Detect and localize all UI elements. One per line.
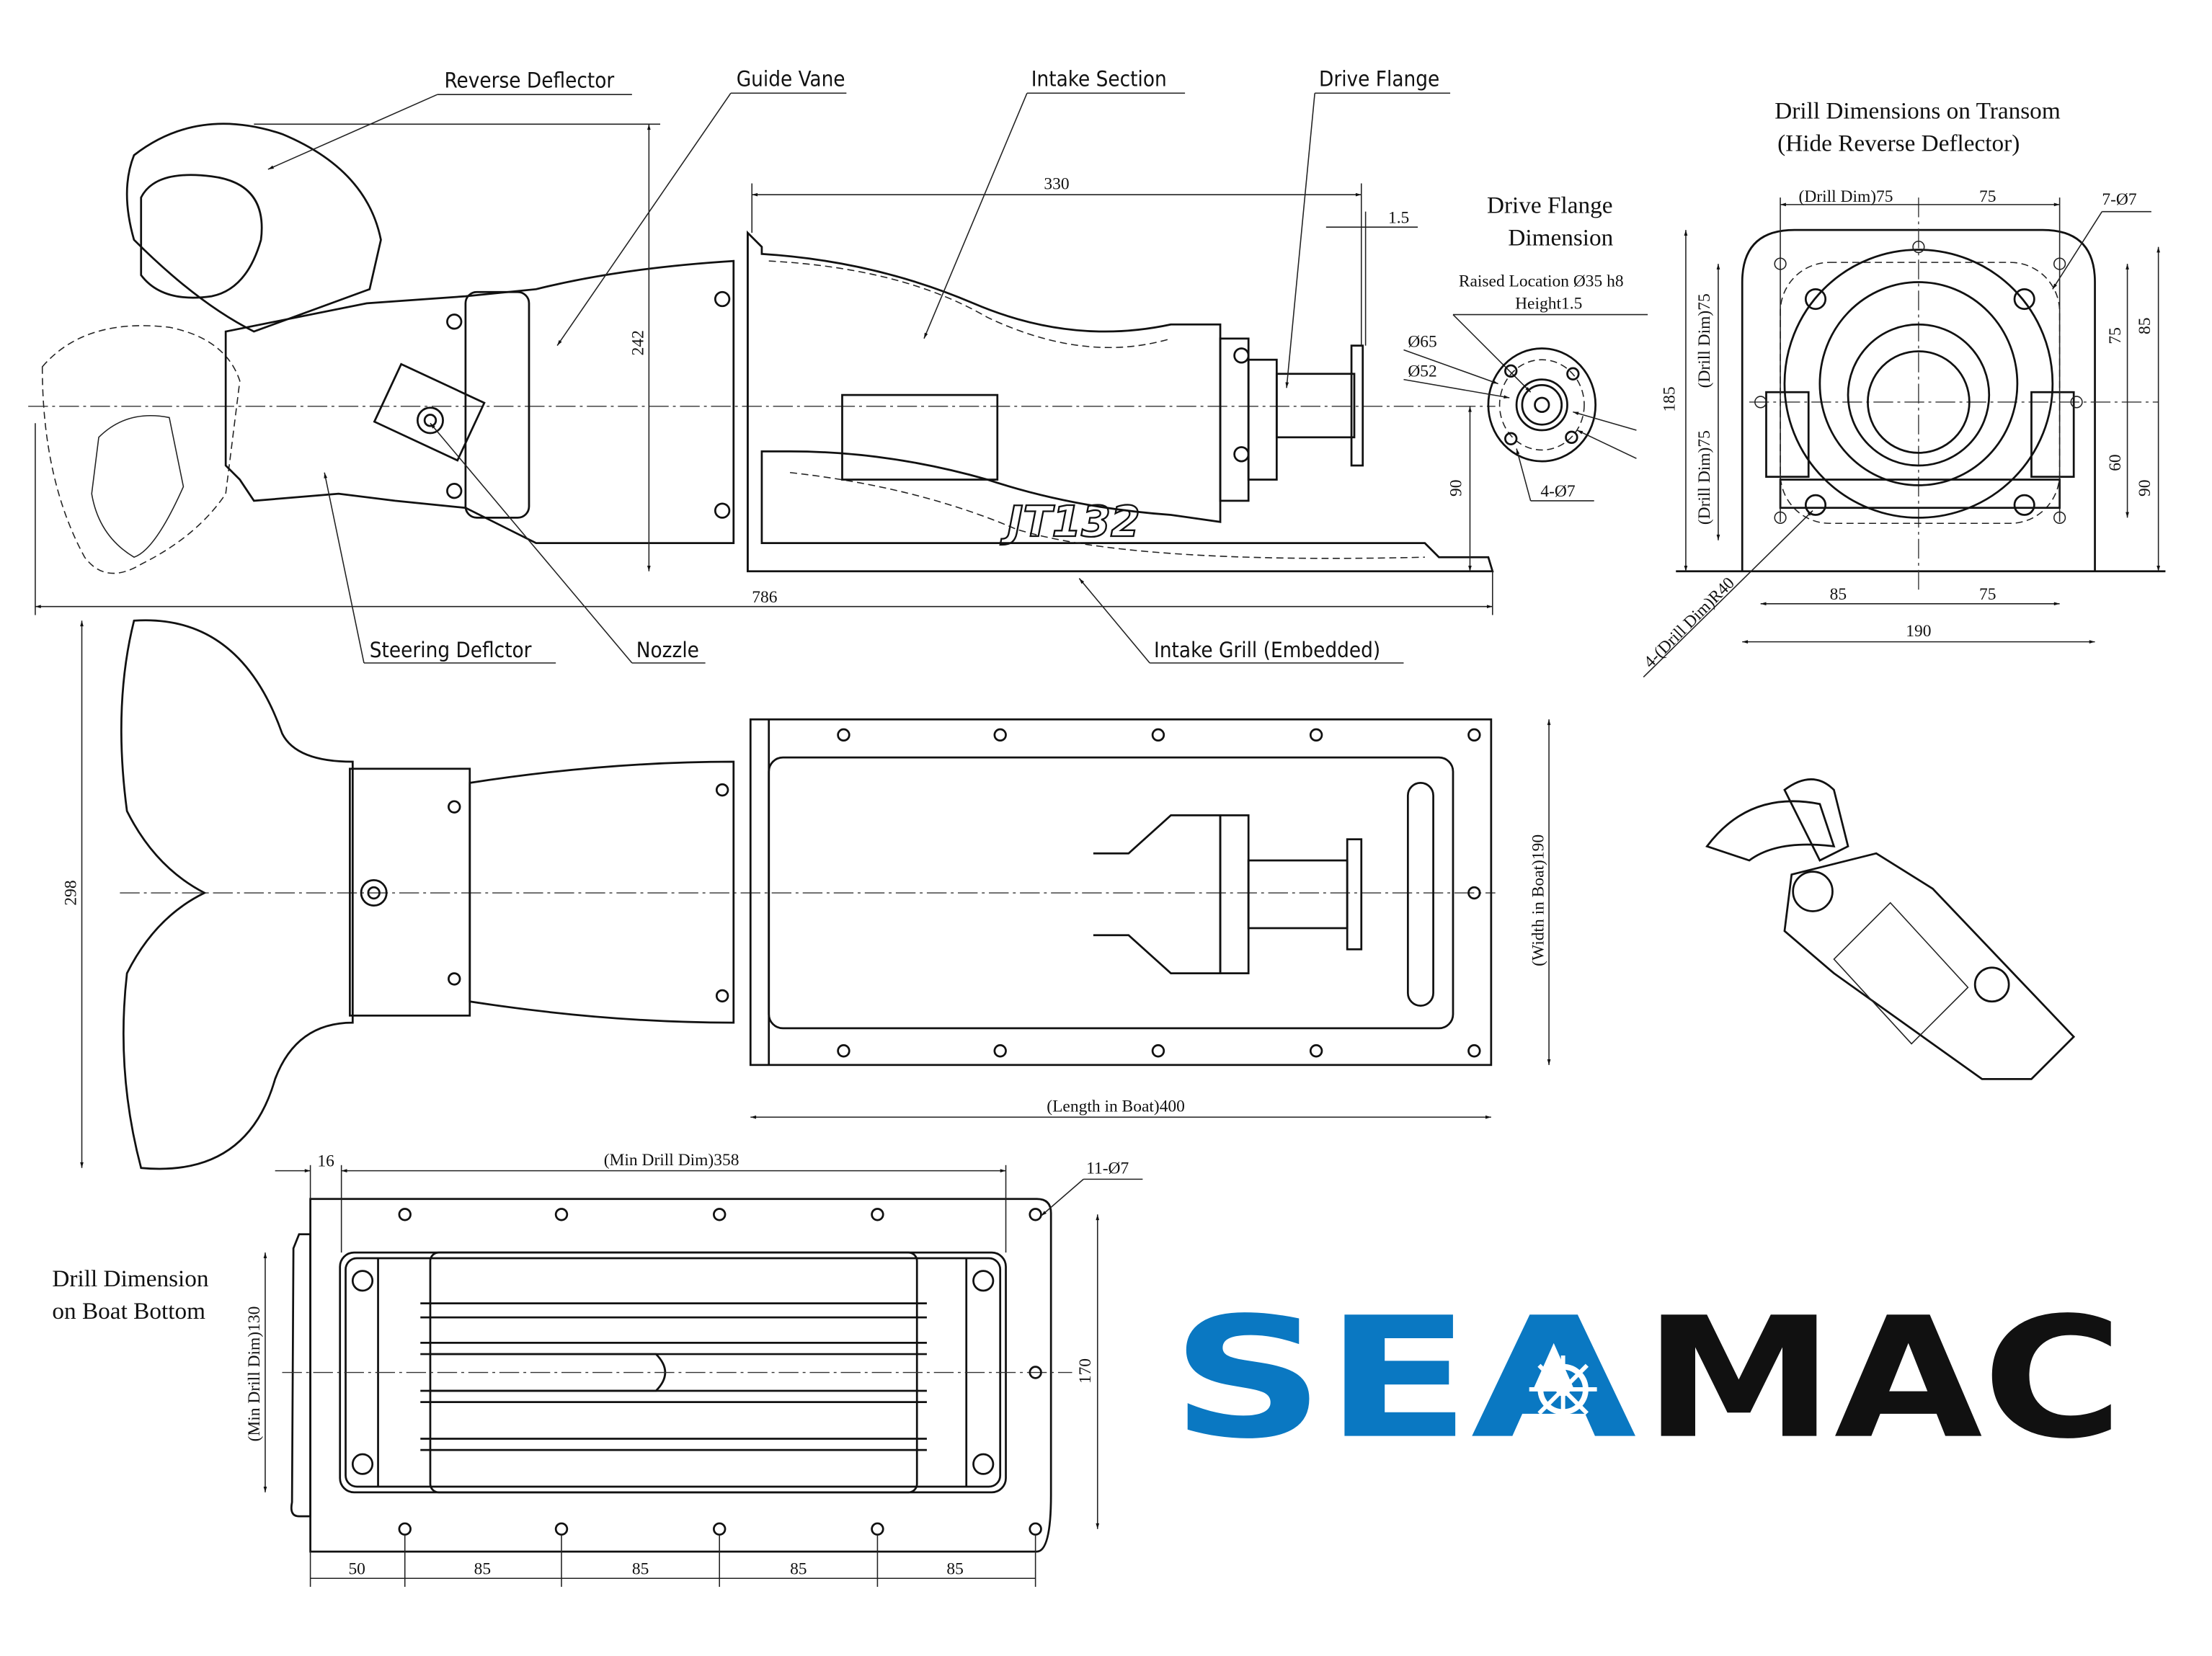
dim-spacing-50: 50 [348,1559,365,1578]
transom-drill-view: Drill Dimensions on Transom (Hide Revers… [1640,97,2166,678]
transom-dim-right-60: 60 [2106,454,2125,471]
nozzle-shape [224,259,735,545]
bottom-drill-view: Drill Dimension on Boat Bottom 16 (Min D… [52,1151,1143,1588]
dia-52: Ø52 [1408,362,1436,381]
bottom-holes: 11-Ø7 [1086,1159,1129,1178]
spacing-ticks [309,1534,1036,1588]
transom-dim-right-90: 90 [2136,480,2154,497]
dim-90: 90 [1447,480,1466,497]
intake-section-shape [746,230,1494,573]
transom-dim-left-lower: (Drill Dim)75 [1695,430,1714,525]
label-guide-vane: Guide Vane [737,66,845,91]
ship-wheel-icon [1529,1355,1597,1423]
top-view: 298 (Width in Boat)190 (Length in Boat)4… [62,619,1551,1170]
dim-spacing-85: 85 [632,1559,649,1578]
bottom-title-2: on Boat Bottom [52,1298,205,1325]
holes-4-d7: 4-Ø7 [1540,482,1575,501]
transom-dim-top-left: (Drill Dim)75 [1799,187,1893,206]
drive-flange-dimension-view: Drive Flange Dimension Raised Location Ø… [1403,192,1648,502]
drive-shaft [1275,373,1356,439]
dim-786: 786 [752,588,777,607]
top-view-flange-plate [749,718,1493,1067]
label-nozzle: Nozzle [636,638,699,662]
intake-window [841,393,999,481]
dim-spacing-85: 85 [790,1559,807,1578]
dim-1-5: 1.5 [1388,208,1409,227]
side-view: JT132 Reverse Deflector Guide Vane Intak… [28,66,1496,664]
transom-dim-right-75: 75 [2106,327,2125,344]
label-intake-section: Intake Section [1031,66,1167,91]
dim-298: 298 [62,880,81,905]
dim-min-358: (Min Drill Dim)358 [604,1151,739,1170]
transom-holes: 7-Ø7 [2102,190,2136,209]
isometric-view [1705,778,2076,1080]
dim-spacing-85: 85 [474,1559,491,1578]
transom-radius: 4-(Drill Dim)R40 [1640,574,1738,672]
dia-65: Ø65 [1408,333,1436,352]
dim-min-130: (Min Drill Dim)130 [245,1306,264,1442]
top-view-bolts [448,728,1481,1058]
dim-330: 330 [1044,174,1069,193]
transom-dim-bottom-75: 75 [1979,585,1996,604]
seamac-logo: SEA MAC [1171,1283,2123,1476]
dim-242: 242 [629,330,648,355]
transom-dim-bottom-85: 85 [1830,585,1847,604]
transom-dim-top-right: 75 [1979,187,1996,206]
transom-dim-185: 185 [1660,386,1679,411]
model-mark: JT132 [1000,497,1140,546]
transom-dim-190: 190 [1906,622,1931,641]
dim-170: 170 [1076,1358,1095,1384]
transom-title-1: Drill Dimensions on Transom [1775,97,2061,124]
label-intake-grill: Intake Grill (Embedded) [1154,638,1380,662]
label-reverse-deflector: Reverse Deflector [445,68,615,92]
reverse-deflector-shape [125,123,382,333]
transom-dim-left-upper: (Drill Dim)75 [1695,293,1714,388]
dim-16: 16 [317,1152,334,1171]
flange-title-2: Dimension [1508,225,1613,251]
bottom-title-1: Drill Dimension [52,1265,209,1292]
bolt-group [446,290,1250,519]
flange-title-1: Drive Flange [1487,192,1613,219]
transom-dim-right-85: 85 [2136,317,2154,334]
label-steering-deflector: Steering Deflctor [370,638,532,662]
flange-height: Height1.5 [1515,295,1582,313]
label-drive-flange: Drive Flange [1319,66,1439,91]
raised-location: Raised Location Ø35 h8 [1459,272,1624,290]
grill-bars [420,1302,927,1451]
dim-spacing-85: 85 [946,1559,963,1578]
drive-flange-plate [1350,344,1364,467]
dim-width-in-boat: (Width in Boat)190 [1529,834,1547,966]
dim-length-in-boat: (Length in Boat)400 [1047,1097,1185,1116]
svg-text:SEA: SEA [1171,1283,1637,1476]
transom-title-2: (Hide Reverse Deflector) [1777,130,2020,157]
svg-text:MAC: MAC [1643,1283,2123,1476]
